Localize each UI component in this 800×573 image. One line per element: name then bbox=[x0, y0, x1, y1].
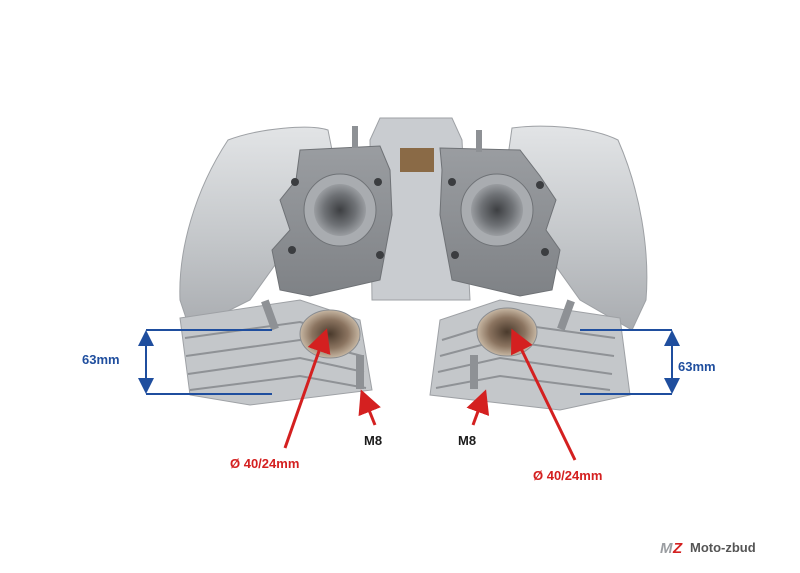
dimension-left bbox=[138, 329, 272, 395]
left-combustion-chamber bbox=[314, 184, 366, 236]
port-label-left: Ø 40/24mm bbox=[230, 456, 300, 471]
right-port-arrow bbox=[511, 328, 577, 461]
right-stud-lower bbox=[470, 355, 478, 389]
left-thread-arrow bbox=[358, 389, 381, 426]
height-label-left: 63mm bbox=[82, 352, 120, 367]
watermark-text: Moto-zbud bbox=[690, 540, 756, 555]
cam-window bbox=[400, 148, 434, 172]
right-port bbox=[476, 307, 538, 357]
port-label-right: Ø 40/24mm bbox=[533, 468, 603, 483]
right-combustion-chamber bbox=[471, 184, 523, 236]
watermark: Moto-zbud bbox=[660, 540, 756, 555]
right-thread-arrow bbox=[466, 389, 490, 426]
right-stud-upper bbox=[557, 299, 575, 331]
left-port bbox=[299, 309, 361, 359]
left-stud-upper bbox=[261, 299, 279, 331]
left-port-arrow bbox=[283, 328, 331, 449]
watermark-logo: M Z bbox=[660, 540, 683, 557]
thread-label-left: M8 bbox=[364, 433, 383, 448]
svg-text:Z: Z bbox=[672, 540, 683, 557]
height-label-right: 63mm bbox=[678, 359, 716, 374]
left-stud-lower bbox=[356, 355, 364, 389]
svg-text:M: M bbox=[660, 540, 673, 557]
left-head-plate bbox=[271, 145, 393, 297]
thread-label-right: M8 bbox=[458, 433, 477, 448]
right-head-plate bbox=[439, 147, 561, 297]
dimension-right bbox=[580, 329, 680, 395]
